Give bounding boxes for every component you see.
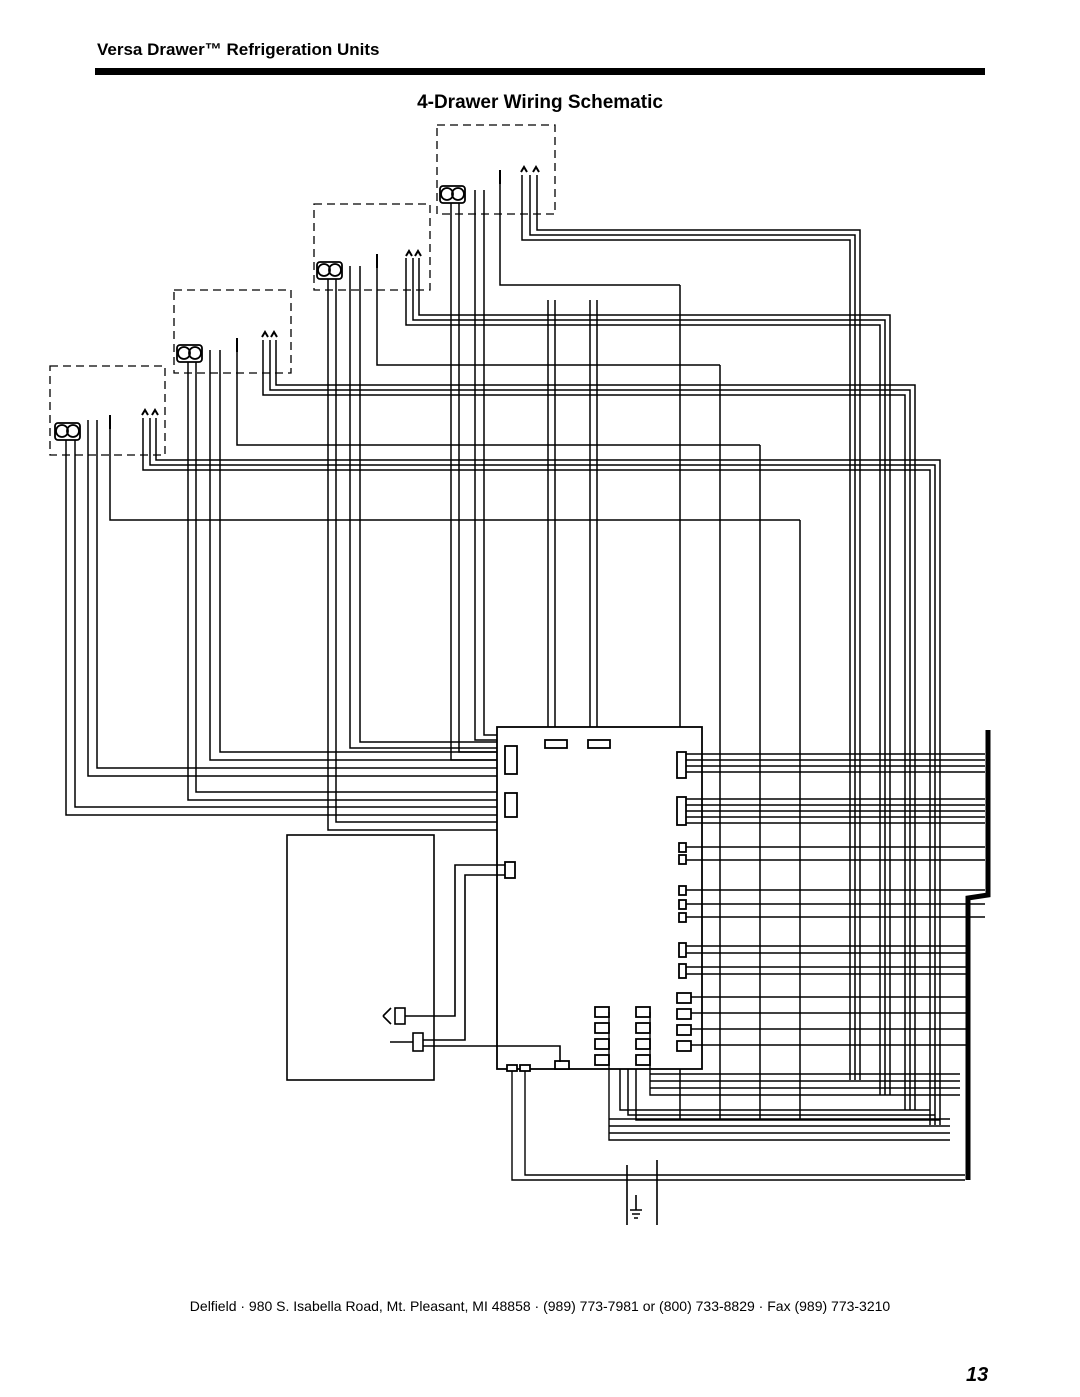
drawer-module-1 bbox=[49, 365, 166, 456]
fan-motor-icon bbox=[439, 185, 466, 204]
fan-motor-icon bbox=[316, 261, 343, 280]
diagram-title: 4-Drawer Wiring Schematic bbox=[417, 92, 663, 113]
header-rule bbox=[95, 68, 985, 75]
footer-address: Delfield · 980 S. Isabella Road, Mt. Ple… bbox=[189, 1298, 891, 1314]
drawer-module-3 bbox=[313, 203, 431, 291]
drawer-module-4 bbox=[436, 124, 556, 215]
drawer-module-2 bbox=[173, 289, 292, 374]
header-title: Versa Drawer™ Refrigeration Units bbox=[97, 40, 380, 59]
page-number: 13 bbox=[966, 1364, 989, 1386]
control-board bbox=[496, 726, 703, 1072]
display-board bbox=[286, 834, 561, 1081]
fan-motor-icon bbox=[54, 422, 81, 441]
fan-motor-icon bbox=[176, 344, 203, 363]
wire-bundle bbox=[65, 175, 941, 1125]
output-harness bbox=[511, 753, 985, 1181]
ground-icon bbox=[626, 1160, 658, 1225]
terminal-rail bbox=[965, 730, 991, 1180]
